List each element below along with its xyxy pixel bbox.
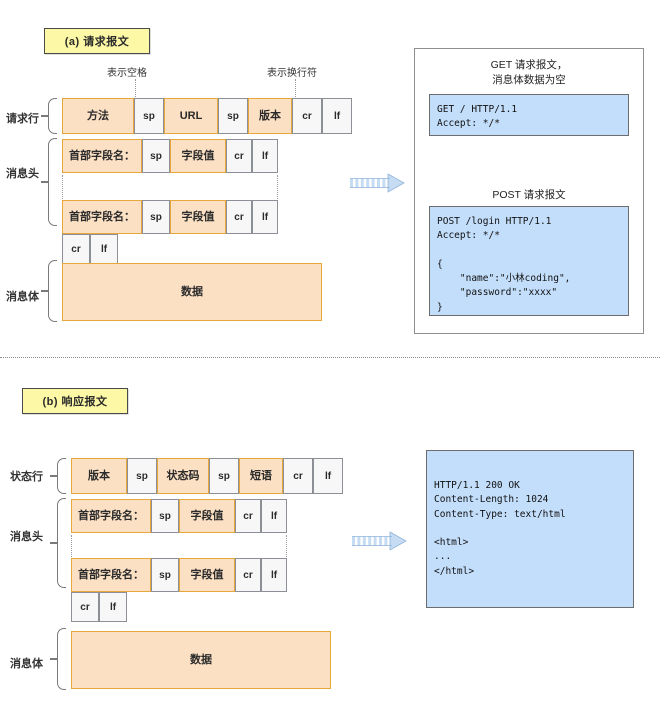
flow-arrow-a — [346, 170, 408, 196]
cell-lf-header-a1: lf — [252, 139, 278, 173]
group-label-headers-b: 消息头 — [10, 531, 43, 543]
cell-cr-header-b2: cr — [235, 558, 261, 592]
brace-tick-headers-a — [41, 181, 49, 183]
flow-arrow-b — [348, 528, 410, 554]
brace-headers-a — [48, 138, 57, 226]
callout-newline-leader-a — [295, 79, 296, 101]
caption-get-example: GET 请求报文， 消息体数据为空 — [424, 58, 634, 88]
cell-message-body-a: 数据 — [62, 263, 322, 321]
cell-cr-blank-a: cr — [62, 234, 90, 264]
headers-continuation-dots-right-b — [286, 535, 287, 557]
brace-request-line — [48, 98, 57, 134]
cell-sp-2-a: sp — [218, 98, 248, 134]
caption-get-line2: 消息体数据为空 — [492, 74, 566, 87]
cell-lf-line-a: lf — [322, 98, 352, 134]
cell-message-body-b: 数据 — [71, 631, 331, 689]
callout-space-leader-a — [135, 79, 136, 101]
cell-lf-header-b2: lf — [261, 558, 287, 592]
cell-header-value-a2: 字段值 — [170, 200, 226, 234]
cell-method: 方法 — [62, 98, 134, 134]
group-label-request-line: 请求行 — [6, 113, 39, 125]
caption-post-example: POST 请求报文 — [424, 188, 634, 203]
brace-headers-b — [57, 498, 66, 588]
cell-sp-1-a: sp — [134, 98, 164, 134]
cell-header-value-b1: 字段值 — [179, 499, 235, 533]
cell-header-value-b2: 字段值 — [179, 558, 235, 592]
section-b-badge: (b) 响应报文 — [22, 388, 128, 414]
cell-header-name-a1: 首部字段名： — [62, 139, 142, 173]
cell-url: URL — [164, 98, 218, 134]
cell-sp-1-b: sp — [127, 458, 157, 494]
cell-version-a: 版本 — [248, 98, 292, 134]
cell-lf-blank-b: lf — [99, 592, 127, 622]
cell-cr-header-a1: cr — [226, 139, 252, 173]
cell-cr-line-b: cr — [283, 458, 313, 494]
caption-post-line1: POST 请求报文 — [492, 189, 566, 201]
brace-body-a — [48, 260, 57, 322]
cell-status-code: 状态码 — [157, 458, 209, 494]
cell-header-value-a1: 字段值 — [170, 139, 226, 173]
caption-get-line1: GET 请求报文， — [490, 59, 568, 71]
cell-sp-header-a1: sp — [142, 139, 170, 173]
group-label-body-a: 消息体 — [6, 291, 39, 303]
cell-cr-header-b1: cr — [235, 499, 261, 533]
group-label-status-line: 状态行 — [10, 471, 43, 483]
headers-continuation-dots-left-b — [71, 535, 72, 557]
cell-version-b: 版本 — [71, 458, 127, 494]
cell-header-name-b1: 首部字段名： — [71, 499, 151, 533]
cell-sp-header-b1: sp — [151, 499, 179, 533]
cell-sp-header-b2: sp — [151, 558, 179, 592]
section-divider — [0, 357, 660, 358]
brace-status-line — [57, 458, 66, 494]
group-label-body-b: 消息体 — [10, 658, 43, 670]
headers-continuation-dots-right-a — [277, 175, 278, 199]
brace-tick-status-line — [50, 475, 58, 477]
cell-lf-header-a2: lf — [252, 200, 278, 234]
cell-cr-line-a: cr — [292, 98, 322, 134]
callout-newline-label-a: 表示换行符 — [267, 68, 317, 79]
cell-cr-header-a2: cr — [226, 200, 252, 234]
cell-sp-header-a2: sp — [142, 200, 170, 234]
cell-reason-phrase: 短语 — [239, 458, 283, 494]
cell-header-name-b2: 首部字段名： — [71, 558, 151, 592]
section-a-badge: (a) 请求报文 — [44, 28, 150, 54]
cell-lf-line-b: lf — [313, 458, 343, 494]
cell-lf-header-b1: lf — [261, 499, 287, 533]
brace-tick-request-line — [41, 115, 49, 117]
cell-header-name-a2: 首部字段名： — [62, 200, 142, 234]
code-response: HTTP/1.1 200 OK Content-Length: 1024 Con… — [426, 450, 634, 608]
brace-tick-headers-b — [50, 542, 58, 544]
brace-body-b — [57, 628, 66, 690]
cell-cr-blank-b: cr — [71, 592, 99, 622]
cell-lf-blank-a: lf — [90, 234, 118, 264]
brace-tick-body-b — [50, 658, 58, 660]
brace-tick-body-a — [41, 290, 49, 292]
code-post-request: POST /login HTTP/1.1 Accept: */* { "name… — [429, 206, 629, 316]
cell-sp-2-b: sp — [209, 458, 239, 494]
callout-space-label-a: 表示空格 — [107, 68, 147, 79]
code-get-request: GET / HTTP/1.1 Accept: */* — [429, 94, 629, 136]
headers-continuation-dots-left-a — [62, 175, 63, 199]
group-label-headers-a: 消息头 — [6, 168, 39, 180]
